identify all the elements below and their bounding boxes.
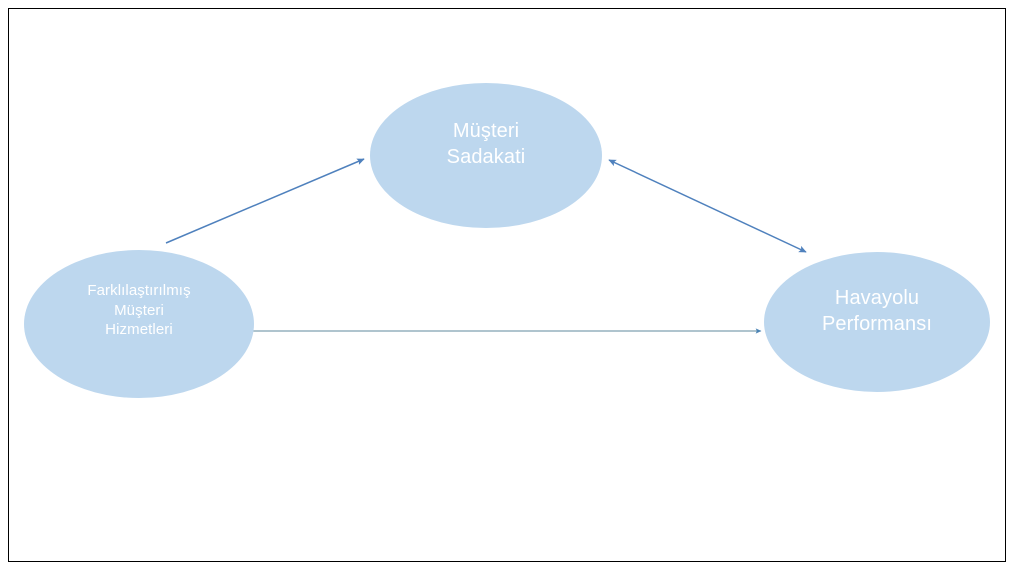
node-airline-performance[interactable] [764, 252, 990, 392]
connector-loyalty-performance [608, 159, 807, 253]
connector-services-to-loyalty [165, 158, 365, 244]
node-differentiated-services[interactable] [24, 250, 254, 398]
node-customer-loyalty[interactable] [370, 83, 602, 228]
